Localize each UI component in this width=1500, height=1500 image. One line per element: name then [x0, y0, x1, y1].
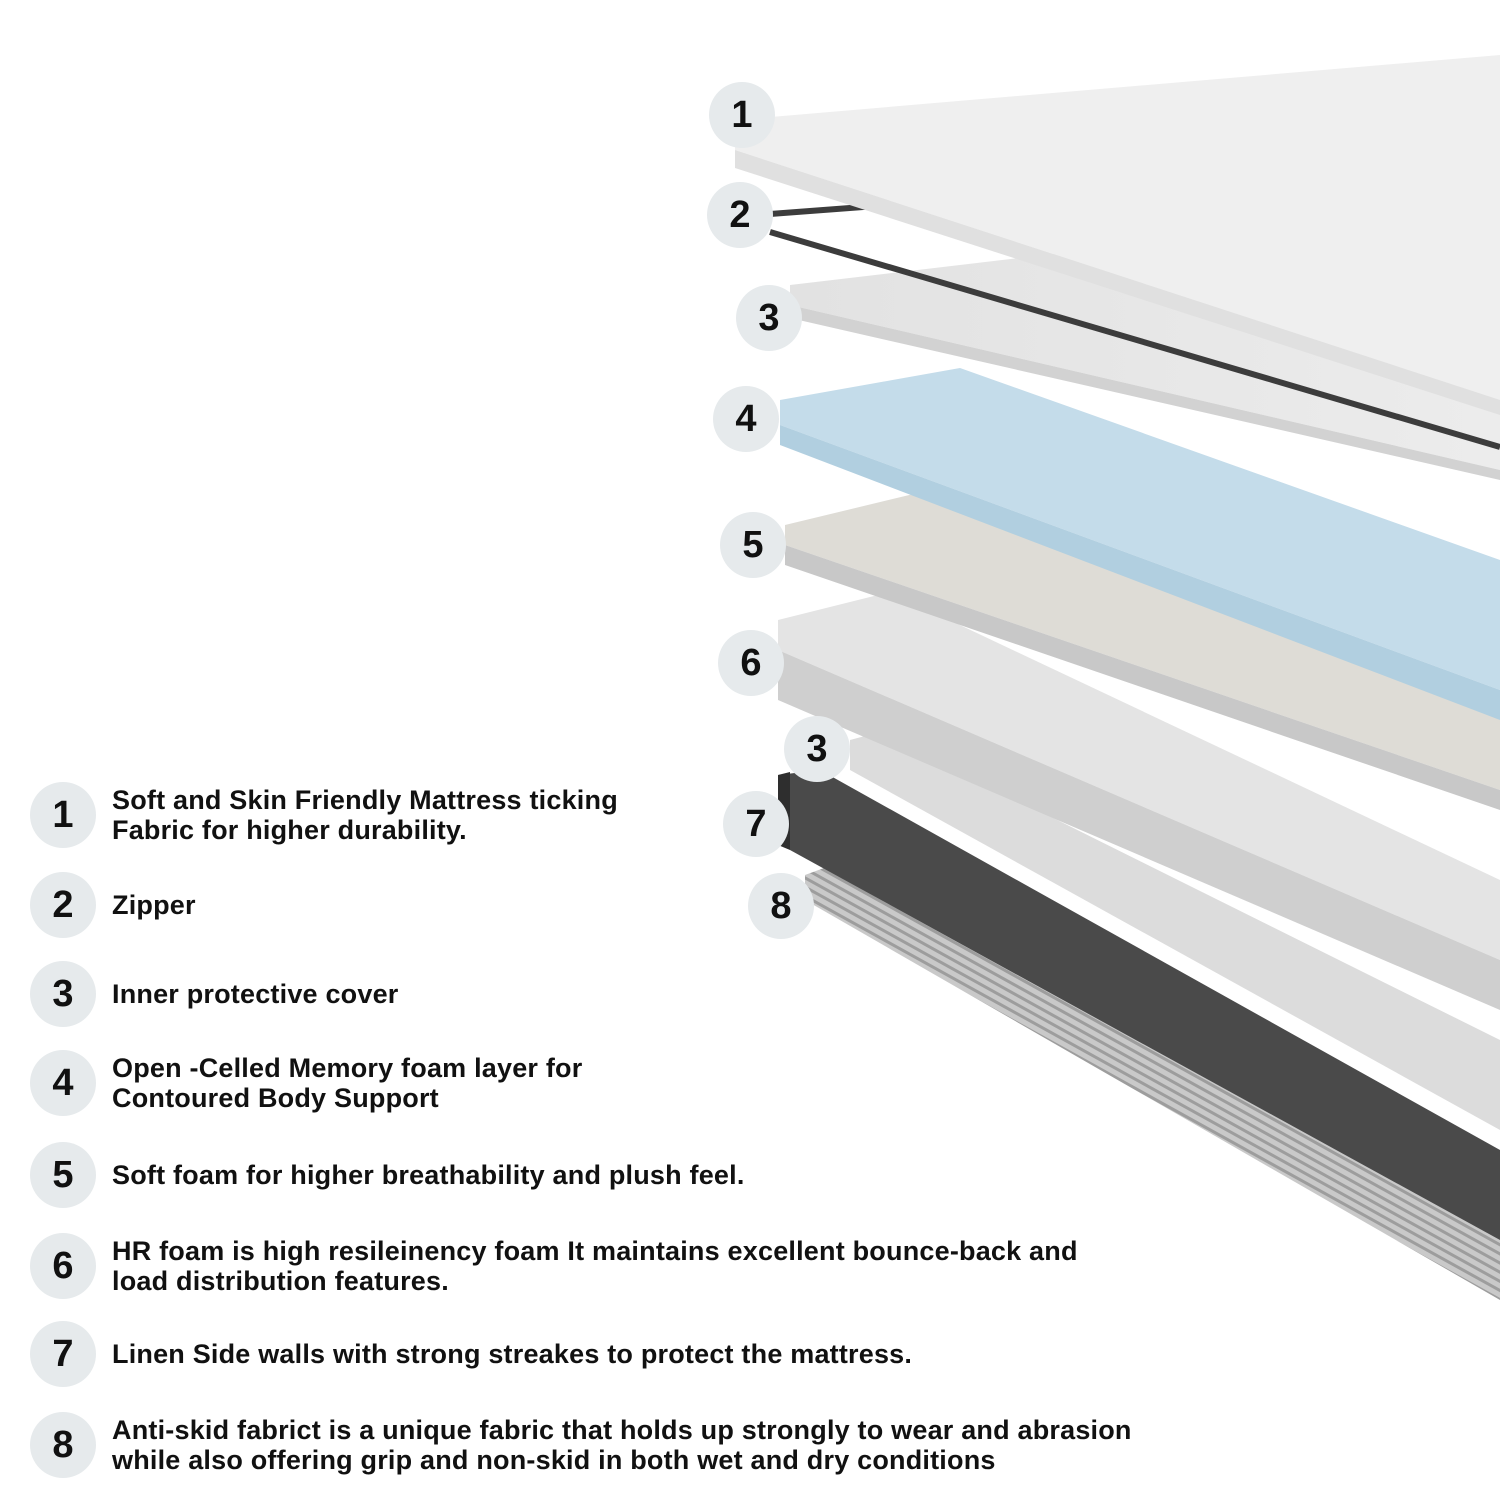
legend-text: Soft foam for higher breathability and p… [112, 1160, 745, 1190]
diagram-badge-1: 1 [709, 82, 775, 148]
layer-soft-foam [785, 490, 1500, 810]
legend-text: Zipper [112, 890, 196, 920]
legend-item-1: 1 Soft and Skin Friendly Mattress tickin… [30, 782, 618, 848]
legend-number: 1 [30, 782, 96, 848]
legend-item-7: 7 Linen Side walls with strong streakes … [30, 1321, 912, 1387]
legend-number: 6 [30, 1233, 96, 1299]
legend-text: HR foam is high resileinency foam It mai… [112, 1236, 1078, 1296]
diagram-badge-4: 4 [713, 386, 779, 452]
legend-number: 8 [30, 1412, 96, 1478]
diagram-badge-7: 7 [723, 791, 789, 857]
legend-number: 2 [30, 872, 96, 938]
diagram-badge-2: 2 [707, 182, 773, 248]
layer-hr-foam [778, 592, 1500, 1010]
layer-inner-cover-bottom [850, 732, 1500, 1130]
legend-text: Inner protective cover [112, 979, 399, 1009]
legend-item-8: 8 Anti-skid fabrict is a unique fabric t… [30, 1412, 1132, 1478]
legend-number: 5 [30, 1142, 96, 1208]
legend-item-3: 3 Inner protective cover [30, 961, 399, 1027]
diagram-badge-6: 6 [718, 630, 784, 696]
layer-anti-skid [805, 840, 1500, 1300]
legend-text: Linen Side walls with strong streakes to… [112, 1339, 913, 1369]
legend-text: Soft and Skin Friendly Mattress ticking … [112, 785, 618, 845]
diagram-badge-5: 5 [720, 512, 786, 578]
legend-item-4: 4 Open -Celled Memory foam layer for Con… [30, 1050, 582, 1116]
legend-number: 3 [30, 961, 96, 1027]
legend-number: 4 [30, 1050, 96, 1116]
diagram-badge-3b: 3 [784, 716, 850, 782]
legend-item-6: 6 HR foam is high resileinency foam It m… [30, 1233, 1078, 1299]
legend-item-2: 2 Zipper [30, 872, 196, 938]
legend-number: 7 [30, 1321, 96, 1387]
legend-item-5: 5 Soft foam for higher breathability and… [30, 1142, 745, 1208]
layer-ticking-fabric [735, 55, 1500, 415]
diagram-badge-8: 8 [748, 873, 814, 939]
diagram-badge-3: 3 [736, 285, 802, 351]
legend-text: Anti-skid fabrict is a unique fabric tha… [112, 1415, 1132, 1475]
legend-text: Open -Celled Memory foam layer for Conto… [112, 1053, 583, 1113]
layer-inner-cover-top [790, 252, 1500, 480]
layer-memory-foam [780, 368, 1500, 720]
